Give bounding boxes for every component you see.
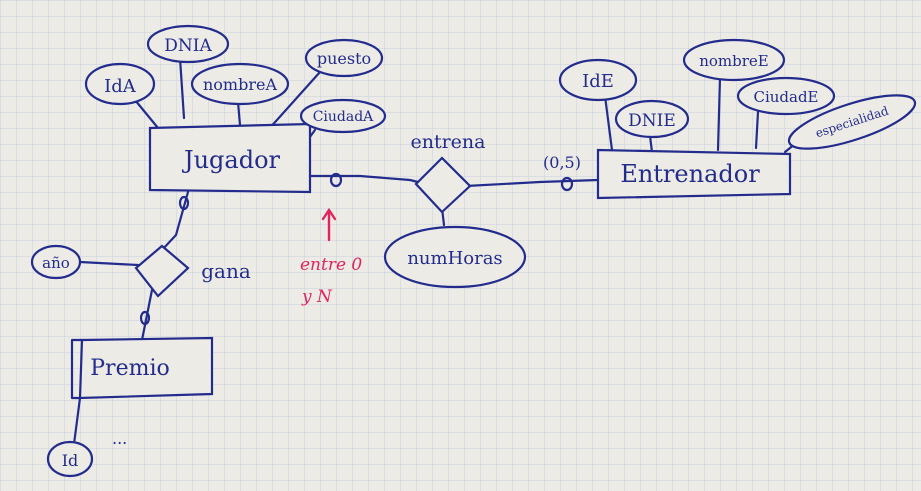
line-dnie [648,134,654,154]
svg-text:nombreA: nombreA [203,75,277,94]
svg-text:puesto: puesto [317,49,371,68]
attr-nombrea: nombreA [190,62,290,106]
svg-text:nombreE: nombreE [699,52,769,70]
cardinality-mark-entrenador [560,176,574,192]
annotation-note: entre 0 y N [300,207,362,307]
line-ida [133,98,160,130]
cardinality-label-entrenador: (0,5) [543,153,581,172]
relationship-gana: gana [134,244,251,298]
line-nombrea [236,100,242,127]
line-ciudade [754,110,760,150]
attr-dnie: DNIE [614,99,690,139]
line-puesto [266,70,322,132]
line-entrena-entrenador [464,178,600,188]
svg-text:DNIE: DNIE [628,111,676,131]
entity-jugador: Jugador [148,122,312,194]
relationship-entrena: entrena [410,131,486,214]
annotation-arrow-head [321,207,337,221]
line-nombree [716,76,722,152]
annotation-line-1: entre 0 [300,255,362,275]
line-premio-id [72,396,82,446]
cardinality-mark-jugador-entrena [329,172,343,188]
entity-premio-label: Premio [90,356,169,381]
attr-ciudade: CiudadE [736,76,836,116]
svg-text:IdE: IdE [582,71,614,92]
svg-text:año: año [42,254,70,272]
line-gana-ano [78,260,140,267]
svg-text:CiudadE: CiudadE [753,88,818,106]
entity-premio: Premio [70,336,214,400]
attr-ide: IdE [558,58,638,102]
attr-id: Id [46,440,94,478]
annotation-line-2: y N [301,287,333,307]
attr-ida: IdA [84,62,156,106]
attr-ciudada: CiudadA [299,98,387,134]
attr-nombree: nombreE [682,38,786,82]
cardinality-mark-premio [139,310,151,326]
line-gana-premio [140,288,154,342]
attr-ano: año [30,244,82,280]
svg-text:CiudadA: CiudadA [313,109,374,125]
attr-puesto: puesto [304,38,384,78]
line-jugador-gana [160,190,190,252]
attr-ellipsis: ... [112,429,127,448]
attr-dnia: DNIA [146,24,230,64]
svg-text:DNIA: DNIA [164,36,212,56]
relationship-gana-label: gana [201,259,251,283]
line-jugador-entrena [306,174,420,184]
line-dnia [178,56,186,120]
entity-entrenador: Entrenador [596,148,792,200]
attr-numhoras: numHoras [383,225,527,289]
svg-text:Id: Id [62,451,79,470]
svg-text:numHoras: numHoras [407,248,502,269]
entity-entrenador-label: Entrenador [620,160,760,188]
line-ide [603,94,614,152]
relationship-entrena-label: entrena [410,131,485,153]
cardinality-mark-jugador-gana [178,195,190,211]
svg-text:IdA: IdA [104,76,137,97]
entity-jugador-label: Jugador [181,146,281,174]
